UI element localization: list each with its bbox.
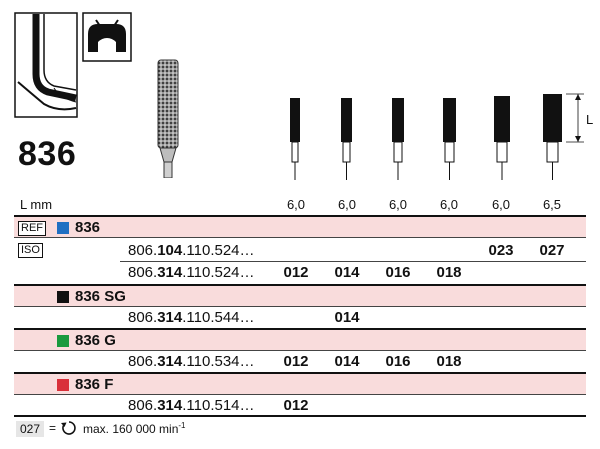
footer-code: 027 [16, 421, 45, 437]
order-number: 806.314.110.534… [128, 353, 255, 370]
order-number: 806.314.110.514… [128, 397, 255, 414]
length-value: 6,0 [337, 197, 357, 212]
group-band-836sg [14, 284, 586, 306]
group-band-836g [14, 328, 586, 350]
group-band-836f [14, 372, 586, 394]
dimension-label: L [586, 112, 594, 127]
length-value: 6,0 [439, 197, 459, 212]
footer-equals: = [49, 421, 57, 435]
size-cell: 023 [488, 242, 514, 259]
size-cell: 016 [385, 353, 411, 370]
cavity-preparation-icon [82, 12, 132, 62]
size-cell: 018 [436, 264, 462, 281]
footer-text: max. 160 000 min-1 [83, 421, 186, 436]
color-swatch-black [57, 291, 69, 303]
length-value: 6,0 [388, 197, 408, 212]
silhouette-012 [290, 98, 300, 180]
group-name: 836 [75, 219, 101, 236]
color-swatch-red [57, 379, 69, 391]
diamond-bur-image [157, 59, 179, 178]
divider [14, 350, 586, 351]
size-cell: 014 [334, 264, 360, 281]
size-cell: 012 [283, 397, 309, 414]
size-silhouettes [290, 93, 584, 180]
color-swatch-green [57, 335, 69, 347]
divider [120, 261, 586, 262]
size-cell: 027 [539, 242, 565, 259]
ref-label: REF [18, 221, 46, 236]
group-name: 836 F [75, 376, 114, 393]
group-band-836 [14, 215, 586, 237]
product-code-title: 836 [18, 135, 77, 173]
group-name: 836 G [75, 332, 116, 349]
size-cell: 018 [436, 353, 462, 370]
order-number: 806.314.110.524… [128, 264, 255, 281]
color-swatch-blue [57, 222, 69, 234]
size-cell: 014 [334, 309, 360, 326]
order-number: 806.314.110.544… [128, 309, 255, 326]
size-cell: 014 [334, 353, 360, 370]
divider [14, 306, 586, 307]
size-cell: 012 [283, 353, 309, 370]
silhouette-014 [341, 98, 352, 180]
length-unit-label: L mm [20, 197, 53, 212]
divider [14, 394, 586, 395]
silhouette-027 [543, 94, 562, 180]
rotation-icon [61, 421, 76, 435]
size-cell: 016 [385, 264, 411, 281]
silhouette-023 [494, 96, 510, 180]
size-cell: 012 [283, 264, 309, 281]
order-number: 806.104.110.524… [128, 242, 255, 259]
silhouette-016 [392, 98, 404, 180]
length-value: 6,0 [286, 197, 306, 212]
group-name: 836 SG [75, 288, 126, 305]
divider [14, 237, 586, 238]
iso-label: ISO [18, 243, 43, 258]
table-bottom-rule [14, 415, 586, 417]
silhouette-018 [443, 98, 456, 180]
length-value: 6,0 [491, 197, 511, 212]
dimension-marker [566, 93, 584, 143]
tooth-cross-section-icon [14, 12, 78, 118]
length-value: 6,5 [542, 197, 562, 212]
